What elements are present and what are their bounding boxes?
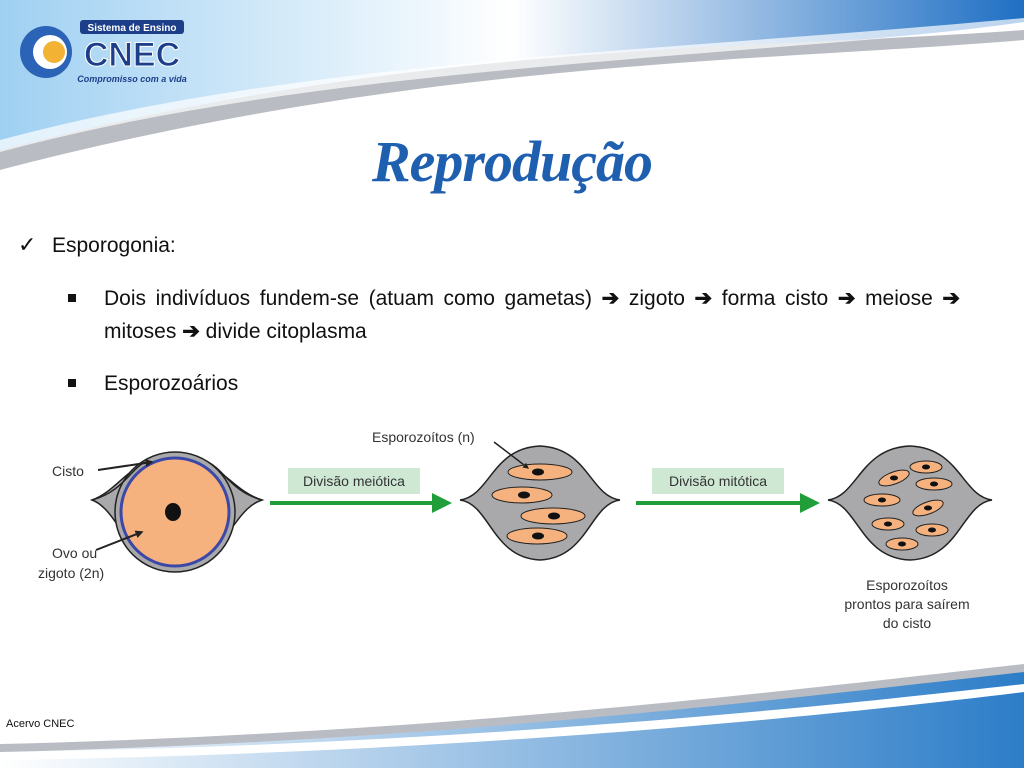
step-mitotic-box: [652, 468, 784, 494]
process-step-2: zigoto: [628, 287, 685, 310]
arrow-right-icon: ➔: [601, 287, 620, 310]
label-ovo: Ovo ou: [52, 545, 97, 561]
bullet-process: Dois indivíduos fundem-se (atuam como ga…: [104, 282, 960, 348]
square-bullet-icon: [68, 379, 76, 387]
label-prontos-3: do cisto: [883, 615, 931, 631]
bullet-esporozoarios: Esporozoários: [104, 372, 239, 395]
step-mitotic-label: Divisão mitótica: [669, 473, 767, 489]
sporogony-diagram: Cisto Ovo ou zigoto (2n) Divisão meiótic…: [38, 429, 993, 631]
logo-slogan: Compromisso com a vida: [77, 74, 187, 84]
cnec-logo: Sistema de Ensino CNEC Compromisso com a…: [20, 20, 187, 84]
arrow-right-icon: ➔: [942, 287, 960, 310]
step-meiotic-label: Divisão meiótica: [303, 473, 405, 489]
slide-title: Reprodução: [372, 129, 653, 194]
bullet-esporogonia: ✓ Esporogonia:: [18, 232, 176, 258]
square-bullet-icon: [68, 294, 76, 302]
label-prontos-1: Esporozoítos: [866, 577, 948, 593]
process-step-3: forma cisto: [721, 287, 829, 310]
cyst-sporozoites-n: [459, 445, 621, 561]
arrow-right-icon: ➔: [182, 320, 200, 343]
footer-credit: Acervo CNEC: [6, 718, 75, 730]
label-prontos-2: prontos para saírem: [844, 596, 969, 612]
process-step-1: Dois indivíduos fundem-se (atuam como ga…: [104, 287, 593, 310]
logo-top-text: Sistema de Ensino: [88, 23, 177, 34]
footer-swoosh: [0, 664, 1024, 768]
process-step-5: mitoses: [104, 320, 177, 343]
logo-brand: CNEC: [84, 36, 180, 74]
arrow-right-icon: ➔: [837, 287, 856, 310]
header-swoosh: [0, 0, 1024, 170]
step-meiotic-box: [288, 468, 420, 494]
bullet-esporogonia-text: Esporogonia:: [52, 234, 176, 257]
process-step-6: divide citoplasma: [205, 320, 367, 343]
label-esporozoitos-n: Esporozoítos (n): [372, 429, 475, 445]
cyst-zygote: [89, 451, 265, 573]
cyst-sporozoites-ready: [827, 445, 993, 561]
label-zigoto: zigoto (2n): [38, 565, 104, 581]
arrow-right-icon: ➔: [694, 287, 713, 310]
check-icon: ✓: [18, 232, 37, 257]
process-step-4: meiose: [865, 287, 933, 310]
label-cisto: Cisto: [52, 463, 84, 479]
